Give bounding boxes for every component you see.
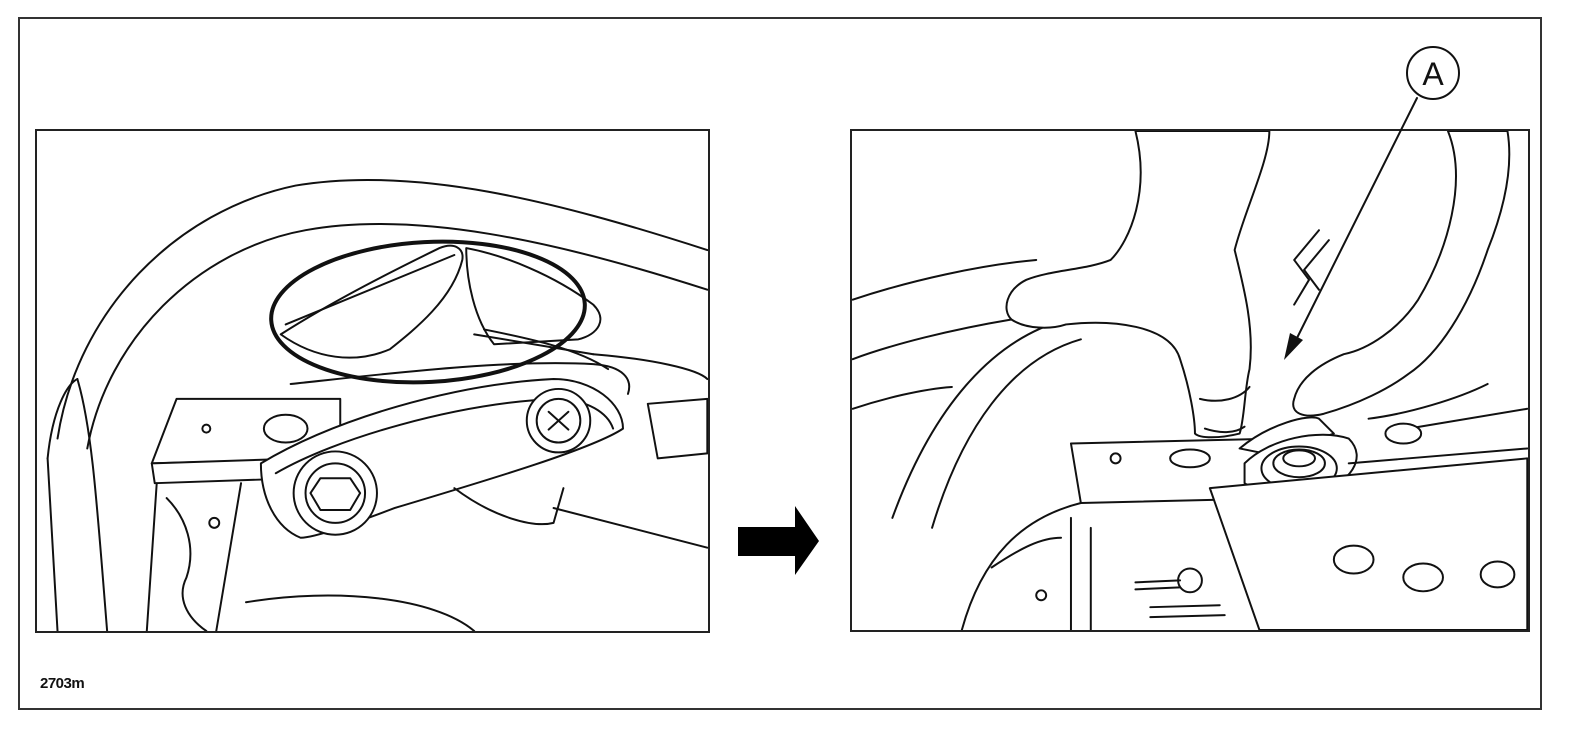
right-illustration-panel [850, 129, 1530, 632]
left-line-drawing [46, 178, 708, 631]
right-line-drawing [852, 131, 1528, 630]
figure-frame [18, 17, 1542, 710]
figure-code: 2703m [40, 675, 85, 692]
left-illustration-panel [35, 129, 710, 633]
